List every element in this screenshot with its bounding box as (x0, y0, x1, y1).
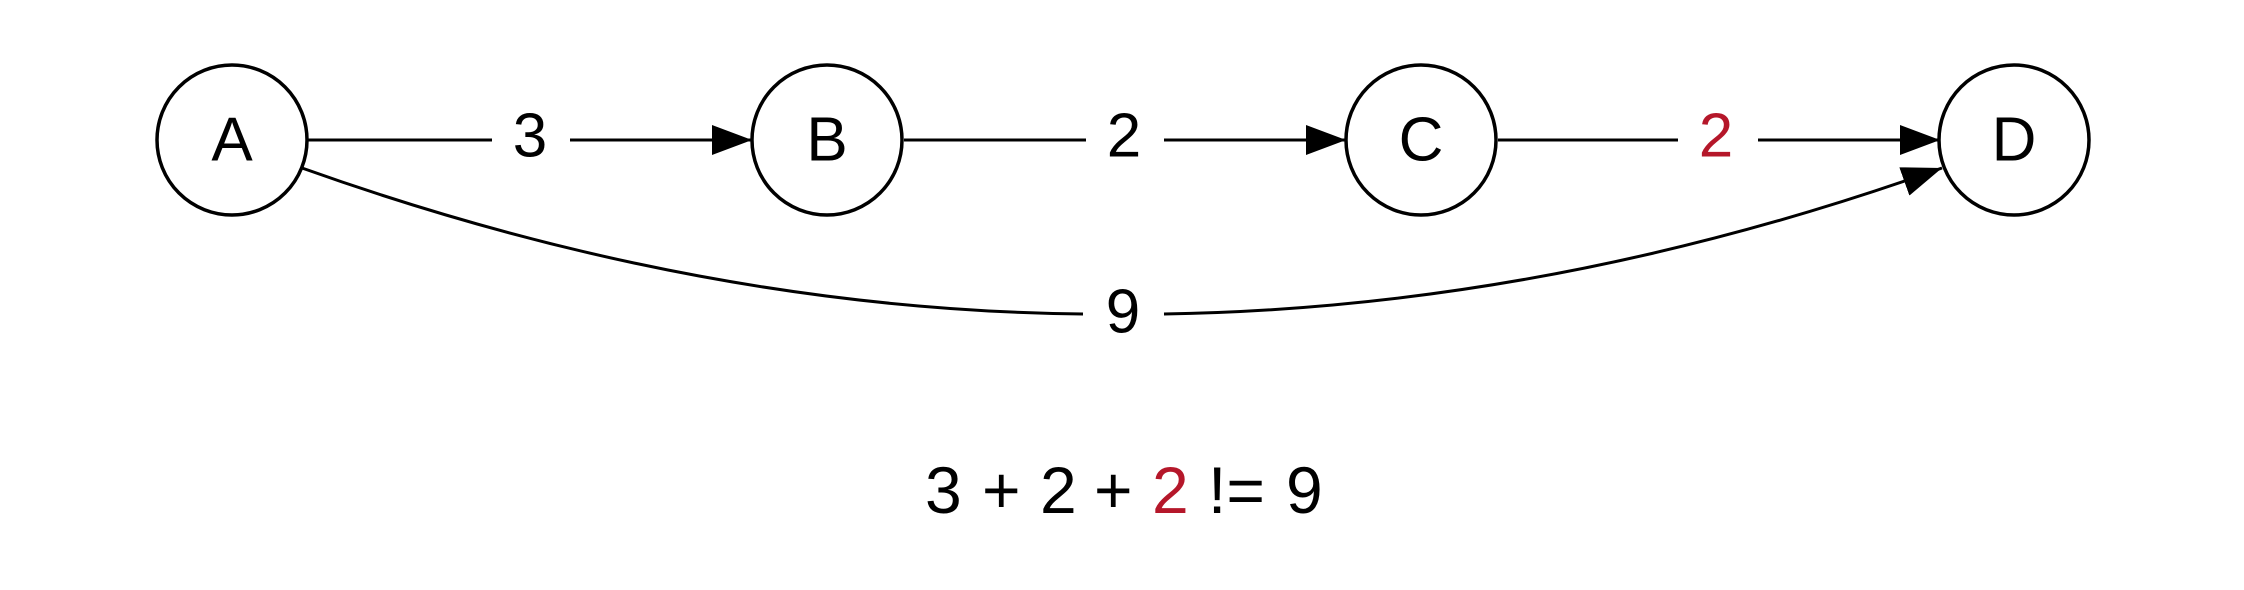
edge-b-c-weight: 2 (1107, 102, 1141, 171)
node-d-label: D (1992, 106, 2037, 175)
equation-term-1: 3 (925, 453, 962, 527)
equation-term-3: 2 (1152, 453, 1189, 527)
edge-a-d-curve-end (1163, 166, 1943, 316)
node-c: C (1344, 63, 1498, 217)
edge-c-d: 2 (1498, 102, 1940, 171)
equation-plus-2: + (1094, 453, 1133, 527)
node-a: A (155, 63, 309, 217)
edge-a-b-weight: 3 (513, 102, 547, 171)
node-d-circle (1937, 63, 2091, 217)
edge-c-d-weight: 2 (1699, 102, 1733, 171)
node-a-circle (155, 63, 309, 217)
edge-a-d-curve-start (301, 166, 1084, 316)
node-b: B (750, 63, 904, 217)
node-c-label: C (1399, 106, 1444, 175)
node-b-label: B (806, 106, 847, 175)
node-c-circle (1344, 63, 1498, 217)
equation-not-equal: != (1208, 453, 1265, 527)
equation: 3 + 2 + 2 != 9 (925, 453, 1323, 527)
equation-term-2: 2 (1040, 453, 1077, 527)
node-b-circle (750, 63, 904, 217)
equation-total: 9 (1286, 453, 1323, 527)
edge-a-d: 9 (301, 166, 1943, 347)
edge-b-c: 2 (904, 102, 1346, 171)
edge-a-b: 3 (308, 102, 752, 171)
edge-a-d-weight: 9 (1106, 278, 1140, 347)
equation-plus-1: + (982, 453, 1021, 527)
node-a-label: A (211, 106, 253, 175)
node-d: D (1937, 63, 2091, 217)
